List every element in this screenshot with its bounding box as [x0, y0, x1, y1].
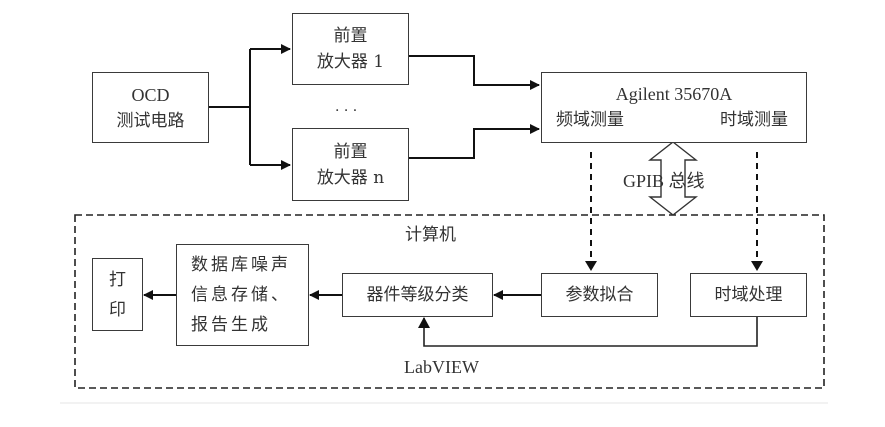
- agilent-title: Agilent 35670A: [615, 84, 733, 104]
- ocd-label: OCD: [131, 84, 170, 105]
- preamp-n-box: 前置 放大器 n: [292, 128, 409, 201]
- edge-amp1-agilent: [408, 55, 540, 90]
- agilent-analyzer-box: Agilent 35670A 频域测量 时域测量: [541, 72, 807, 143]
- edge-ocd-split: [208, 49, 251, 165]
- database-line2: 信息存储、: [191, 285, 291, 305]
- database-line3: 报告生成: [191, 315, 271, 335]
- time-domain-processing-box: 时域处理: [690, 273, 807, 317]
- computer-boundary: [74, 214, 825, 389]
- edge-freq-fit-head: [585, 261, 597, 271]
- ocd-test-circuit-box: OCD 测试电路: [92, 72, 209, 143]
- edge-timeproc-classify-head: [418, 317, 430, 328]
- frequency-domain-measure: 频域测量: [556, 110, 624, 130]
- database-line1: 数据库噪声: [191, 255, 291, 275]
- preamp-n-line2: 放大器 n: [316, 167, 385, 188]
- labview-label: LabVIEW: [404, 357, 479, 377]
- time-domain-measure: 时域测量: [720, 110, 788, 130]
- time-proc-label: 时域处理: [714, 285, 783, 305]
- print-box: 打 印: [92, 258, 143, 331]
- fit-label: 参数拟合: [565, 285, 634, 305]
- edge-time-proc-head: [751, 261, 763, 271]
- edge-timeproc-classify: [423, 316, 758, 347]
- parameter-fitting-box: 参数拟合: [541, 273, 658, 317]
- edge-ampn-agilent: [408, 124, 540, 159]
- ocd-sublabel: 测试电路: [116, 110, 185, 131]
- print-line1: 打: [109, 269, 126, 290]
- preamp-1-box: 前置 放大器 1: [292, 13, 409, 85]
- classify-label: 器件等级分类: [366, 285, 469, 305]
- device-grade-classify-box: 器件等级分类: [342, 273, 493, 317]
- database-storage-box: 数据库噪声 信息存储、 报告生成: [176, 244, 309, 346]
- ellipsis: · · ·: [335, 103, 358, 119]
- computer-label: 计算机: [405, 225, 456, 245]
- print-line2: 印: [109, 299, 126, 320]
- preamp-1-line1: 前置: [333, 26, 368, 46]
- gpib-bus-arrow: [647, 141, 699, 216]
- gpib-bus-label: GPIB 总线: [623, 171, 705, 191]
- preamp-n-line1: 前置: [333, 141, 368, 162]
- preamp-1-line2: 放大器 1: [316, 52, 385, 72]
